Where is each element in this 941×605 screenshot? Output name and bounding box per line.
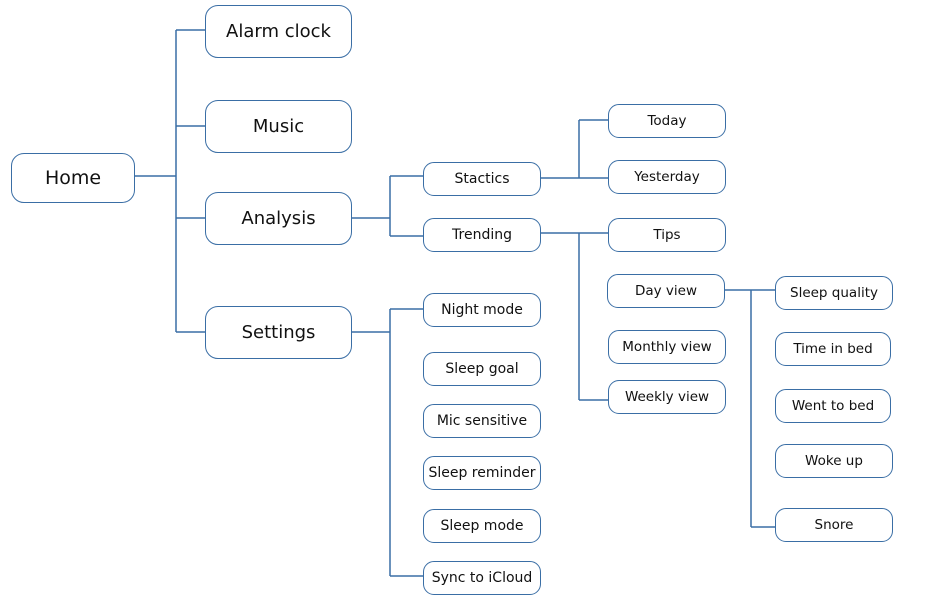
node-stactics: Stactics <box>423 162 541 196</box>
node-sleep-mode: Sleep mode <box>423 509 541 543</box>
node-today: Today <box>608 104 726 138</box>
node-weekly-view: Weekly view <box>608 380 726 414</box>
node-monthly-view: Monthly view <box>608 330 726 364</box>
node-day-view: Day view <box>607 274 725 308</box>
node-home: Home <box>11 153 135 203</box>
node-mic-sensitive: Mic sensitive <box>423 404 541 438</box>
node-sleep-reminder: Sleep reminder <box>423 456 541 490</box>
node-yesterday: Yesterday <box>608 160 726 194</box>
node-woke-up: Woke up <box>775 444 893 478</box>
node-sleep-quality: Sleep quality <box>775 276 893 310</box>
node-settings: Settings <box>205 306 352 359</box>
node-snore: Snore <box>775 508 893 542</box>
node-went-to-bed: Went to bed <box>775 389 891 423</box>
node-trending: Trending <box>423 218 541 252</box>
node-sleep-goal: Sleep goal <box>423 352 541 386</box>
node-time-in-bed: Time in bed <box>775 332 891 366</box>
node-analysis: Analysis <box>205 192 352 245</box>
node-alarm-clock: Alarm clock <box>205 5 352 58</box>
node-sync-icloud: Sync to iCloud <box>423 561 541 595</box>
node-tips: Tips <box>608 218 726 252</box>
node-night-mode: Night mode <box>423 293 541 327</box>
node-music: Music <box>205 100 352 153</box>
